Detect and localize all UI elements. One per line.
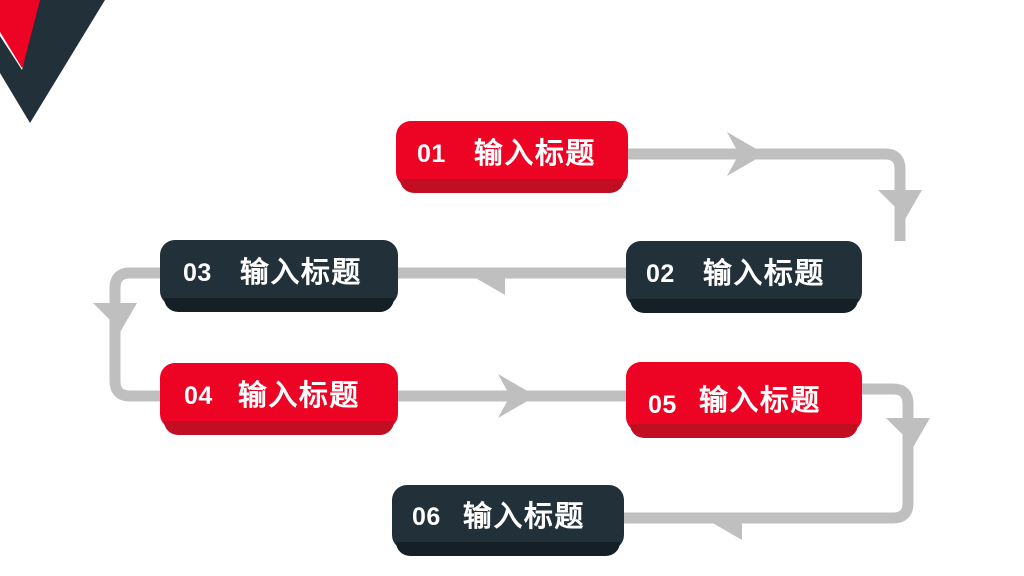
step-box-01-shadow: [400, 179, 624, 193]
step-label-03: 输入标题: [239, 256, 362, 289]
step-box-05[interactable]: 05 输入标题: [626, 362, 862, 438]
step-number-06: 06: [412, 503, 441, 531]
step-box-04-shadow: [164, 421, 394, 435]
step-box-05-shadow: [630, 424, 858, 438]
step-box-06-shadow: [396, 542, 620, 556]
connector-02-to-03: [398, 251, 626, 295]
step-number-03: 03: [183, 258, 212, 287]
step-box-04[interactable]: 04 输入标题: [160, 363, 398, 435]
step-box-02[interactable]: 02 输入标题: [626, 241, 862, 313]
step-label-06: 输入标题: [462, 501, 585, 533]
step-number-01: 01: [417, 139, 446, 168]
step-box-06[interactable]: 06 输入标题: [392, 485, 624, 556]
step-label-01: 输入标题: [473, 137, 596, 170]
step-box-02-shadow: [630, 299, 858, 313]
arrowhead-down-05-06: [886, 418, 930, 456]
step-number-02: 02: [646, 259, 675, 288]
step-box-01[interactable]: 01 输入标题: [396, 121, 628, 193]
step-box-03[interactable]: 03 输入标题: [160, 240, 398, 312]
step-label-05: 输入标题: [698, 385, 821, 417]
step-label-02: 输入标题: [702, 257, 825, 290]
arrowhead-left-02-03: [467, 251, 505, 295]
step-number-04: 04: [184, 381, 213, 410]
step-number-05: 05: [648, 391, 677, 419]
step-label-04: 输入标题: [237, 379, 360, 412]
arrowhead-left-05-06: [704, 496, 742, 540]
connector-05-to-06: [624, 383, 930, 540]
step-box-03-shadow: [164, 298, 394, 312]
connector-04-to-05: [398, 374, 626, 418]
arrowhead-down-01-02: [878, 190, 922, 228]
arrowhead-right-04-05: [498, 374, 536, 418]
arrowhead-right-01-02: [727, 132, 765, 176]
connector-01-to-02: [628, 132, 922, 241]
connector-03-to-04: [93, 267, 160, 402]
arrowhead-down-03-04: [93, 303, 137, 341]
